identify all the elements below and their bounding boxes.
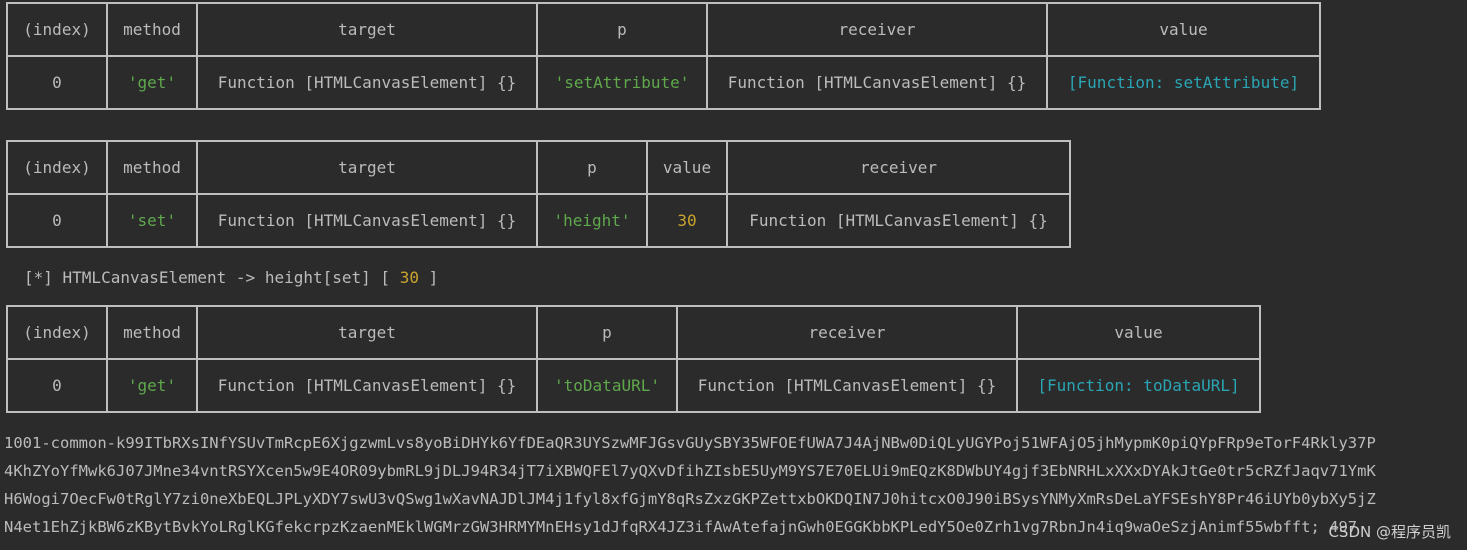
cell-index: 0 [6,358,108,413]
cell-method: 'get' [106,358,198,413]
cell-receiver: Function [HTMLCanvasElement] {} [726,193,1071,248]
cell-index: 0 [6,193,108,248]
header-method: method [106,305,198,360]
cell-p: 'toDataURL' [536,358,678,413]
cell-target: Function [HTMLCanvasElement] {} [196,193,538,248]
header-target: target [196,305,538,360]
header-value: value [646,140,728,195]
table-row: 0 'set' Function [HTMLCanvasElement] {} … [6,193,1071,248]
header-receiver: receiver [676,305,1018,360]
cell-value: 30 [646,193,728,248]
output-line: 4KhZYoYfMwk6J07JMne34vntRSYXcen5w9E4OR09… [4,462,1376,480]
cell-target: Function [HTMLCanvasElement] {} [196,55,538,110]
header-index: (index) [6,305,108,360]
header-method: method [106,140,198,195]
header-p: p [536,2,708,57]
table-header-row: (index) method target p receiver value [6,2,1321,57]
log-prefix: [*] HTMLCanvasElement -> height[set] [ [24,268,400,287]
console-table-2: (index) method target p value receiver 0… [6,140,1071,248]
table-header-row: (index) method target p receiver value [6,305,1261,360]
cell-receiver: Function [HTMLCanvasElement] {} [676,358,1018,413]
header-receiver: receiver [726,140,1071,195]
log-suffix: ] [418,268,439,287]
cell-value: [Function: setAttribute] [1046,55,1321,110]
cell-receiver: Function [HTMLCanvasElement] {} [706,55,1048,110]
header-value: value [1046,2,1321,57]
header-target: target [196,140,538,195]
table-row: 0 'get' Function [HTMLCanvasElement] {} … [6,358,1261,413]
cell-value: [Function: toDataURL] [1016,358,1261,413]
console-table-3: (index) method target p receiver value 0… [6,305,1261,413]
header-value: value [1016,305,1261,360]
header-index: (index) [6,2,108,57]
table-row: 0 'get' Function [HTMLCanvasElement] {} … [6,55,1321,110]
table-header-row: (index) method target p value receiver [6,140,1071,195]
output-line: N4et1EhZjkBW6zKBytBvkYoLRglKGfekcrpzKzae… [4,518,1358,536]
header-method: method [106,2,198,57]
header-receiver: receiver [706,2,1048,57]
log-value: 30 [399,268,419,287]
csdn-watermark: CSDN @程序员凯 [1328,523,1451,541]
header-p: p [536,140,648,195]
cell-p: 'setAttribute' [536,55,708,110]
header-index: (index) [6,140,108,195]
header-target: target [196,2,538,57]
cell-index: 0 [6,55,108,110]
cell-target: Function [HTMLCanvasElement] {} [196,358,538,413]
cell-method: 'get' [106,55,198,110]
hook-log-line: [*] HTMLCanvasElement -> height[set] [ 3… [24,268,438,287]
header-p: p [536,305,678,360]
cell-method: 'set' [106,193,198,248]
output-line: H6Wogi7OecFw0tRglY7zi0neXbEQLJPLyXDY7swU… [4,490,1376,508]
cell-p: 'height' [536,193,648,248]
output-line: 1001-common-k99ITbRXsINfYSUvTmRcpE6Xjgzw… [4,434,1376,452]
console-table-1: (index) method target p receiver value 0… [6,2,1321,110]
